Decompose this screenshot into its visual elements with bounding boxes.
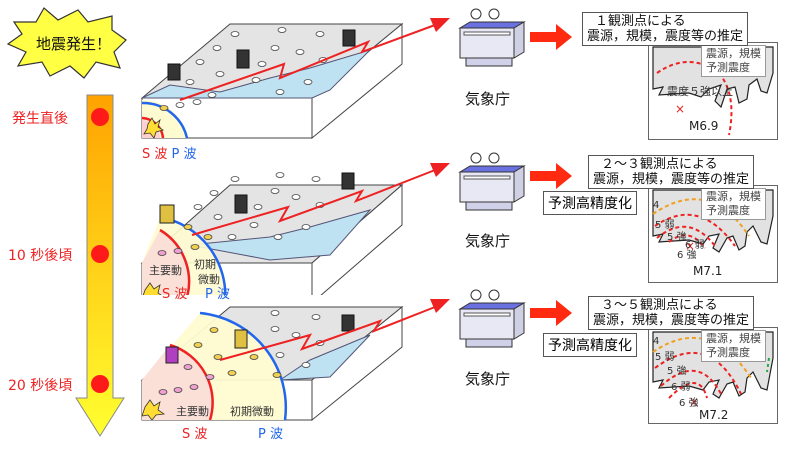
intensity-4: 4	[653, 200, 660, 211]
timeline-label-2: 20 秒後頃	[8, 378, 73, 394]
map-legend-1: 震源，規模予測震度	[701, 45, 766, 77]
p-wave-label-3: P 波	[258, 427, 283, 442]
main-motion-label-3: 主要動	[176, 405, 209, 418]
intensity-6-lower: 6 弱	[685, 240, 705, 251]
crust-block-3	[140, 299, 450, 422]
magnitude-3: M7.2	[699, 408, 729, 422]
forecast-map-1: × 震源，規模予測震度 震度５強以上 M6.9	[648, 42, 778, 140]
s-wave-label-1: S 波	[142, 147, 168, 162]
map-legend-3: 震源，規模予測震度	[701, 330, 766, 362]
forecast-map-2: × 震源，規模予測震度 4 5 弱 5 強 6 弱 6 強 M7.1	[648, 185, 778, 283]
intensity-5-upper: 5 強	[667, 366, 687, 377]
initial-motion-label-3: 初期微動	[230, 405, 274, 418]
magnitude-2: M7.1	[693, 264, 723, 278]
forecast-map-3: × 震源，規模予測震度 4 5 弱 5 強 6 弱 6 強 M7.2	[648, 327, 778, 424]
agency-label-3: 気象庁	[465, 370, 511, 388]
intensity-4: 4	[653, 336, 660, 347]
active-station-icon	[159, 204, 175, 224]
s-wave-label-2: S 波	[162, 287, 188, 302]
intensity-6-upper: 6 強	[679, 398, 699, 409]
estimate-box-1: １観測点による震源，規模，震度等の推定	[582, 12, 749, 46]
timeline-label-0: 発生直後	[12, 111, 68, 127]
agency-icon-2	[458, 152, 526, 211]
svg-text:×: ×	[675, 102, 685, 116]
crust-block-1	[140, 18, 450, 140]
agency-label-1: 気象庁	[465, 90, 511, 108]
timeline-dot-2	[91, 375, 109, 393]
agency-label-2: 気象庁	[465, 232, 511, 250]
intensity-5-upper: 5 強	[667, 232, 687, 243]
signal-arrow-2	[191, 169, 436, 236]
signal-arrow-1	[179, 24, 436, 101]
event-label: 地震発生！	[36, 35, 112, 53]
estimate-box-2: ２～３観測点による震源，規模，震度等の推定	[588, 155, 755, 189]
accuracy-label-3: 予測高精度化	[543, 333, 637, 357]
accuracy-label-2: 予測高精度化	[543, 191, 637, 215]
initial-motion-label-2a: 初期	[194, 258, 216, 271]
s-wave-label-3: S 波	[182, 427, 208, 442]
timeline-label-1: 10 秒後頃	[8, 248, 73, 264]
intensity-6-lower: 6 弱	[671, 382, 691, 393]
output-arrow-3	[530, 300, 572, 326]
estimate-box-3: ３～５観測点による震源，規模，震度等の推定	[588, 296, 755, 330]
crust-block-2	[140, 163, 450, 295]
station-building-icons	[167, 29, 356, 81]
map-intensity-label-1: 震度５強以上	[667, 85, 733, 98]
map-legend-2: 震源，規模予測震度	[701, 188, 766, 220]
agency-icon-1	[458, 8, 526, 67]
p-wave-label-2: P 波	[205, 287, 230, 302]
svg-text:×: ×	[689, 395, 699, 409]
magnitude-1: M6.9	[689, 119, 719, 133]
main-motion-label-2: 主要動	[149, 264, 182, 277]
intensity-5-lower: 5 弱	[655, 220, 675, 231]
intensity-5-lower: 5 弱	[655, 352, 675, 363]
timeline-dot-0	[91, 108, 109, 126]
intensity-6-upper: 6 強	[677, 250, 697, 261]
output-arrow-1	[530, 24, 572, 50]
timeline-arrow	[75, 94, 125, 437]
p-wave-label-1: P 波	[171, 147, 197, 162]
signal-arrow-3	[219, 306, 436, 361]
timeline-dot-1	[91, 245, 109, 263]
timeline-graphic	[6, 7, 127, 437]
earthquake-burst-shape	[6, 7, 127, 79]
output-arrow-2	[530, 163, 572, 189]
hypocenter-burst-icon	[143, 117, 164, 139]
initial-motion-label-2b: 微動	[198, 273, 220, 286]
svg-text:×: ×	[685, 239, 695, 253]
agency-icon-3	[458, 289, 526, 348]
